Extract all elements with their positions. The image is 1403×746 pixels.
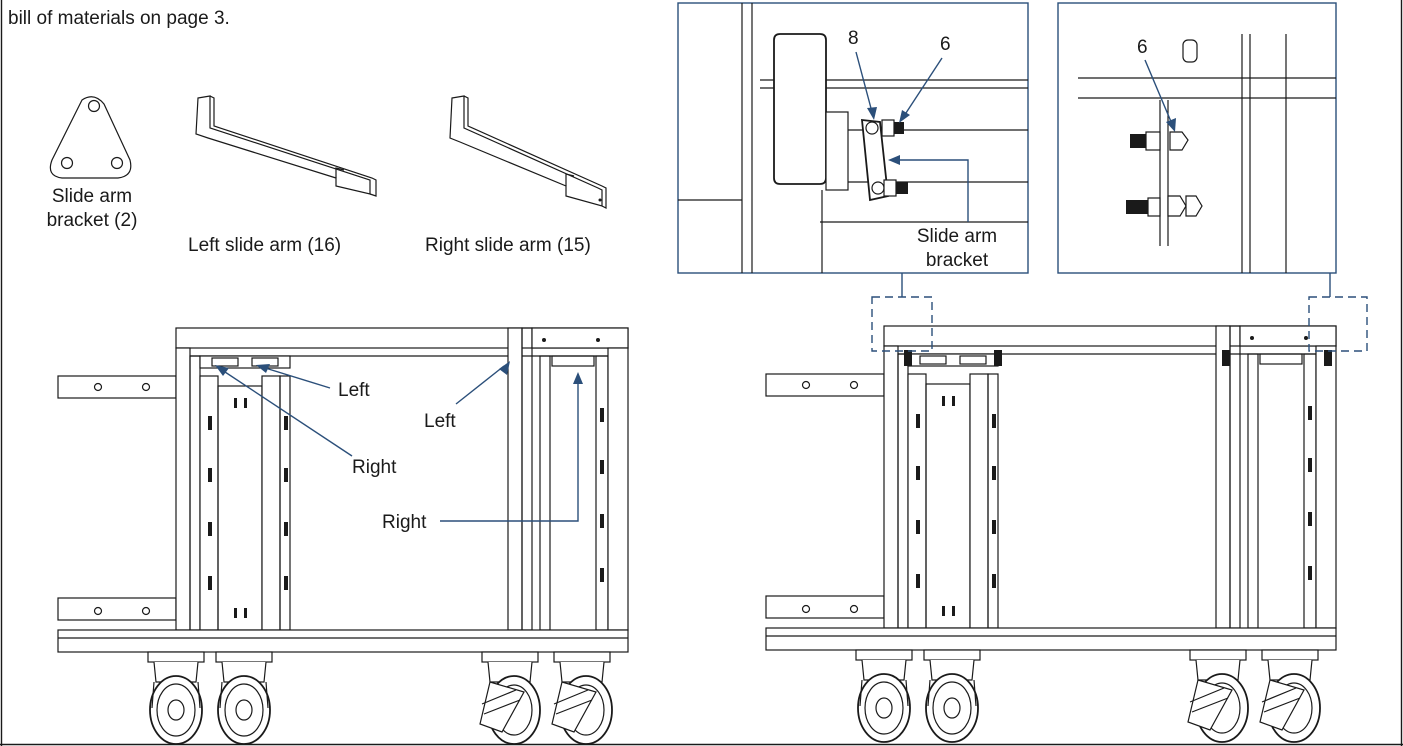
intro-text: bill of materials on page 3. bbox=[8, 8, 230, 29]
detail-box-left bbox=[677, 2, 1029, 274]
detail-marker-right bbox=[1308, 296, 1368, 352]
callout-right-b-leader bbox=[440, 372, 583, 522]
callout-left-a: Left bbox=[338, 380, 370, 401]
slide-arm-bracket-part bbox=[49, 96, 132, 179]
callout-right-a: Right bbox=[352, 457, 397, 478]
callout-left-a-leader bbox=[256, 364, 331, 389]
left-slide-arm-part bbox=[195, 95, 377, 197]
callout-right-b: Right bbox=[382, 512, 427, 533]
cart-right-view bbox=[766, 326, 1336, 742]
detail-right-leader bbox=[1144, 59, 1176, 132]
right-slide-arm-part bbox=[449, 95, 607, 209]
callout-left-b: Left bbox=[424, 411, 456, 432]
callout-left-b-leader bbox=[455, 361, 510, 405]
bracket-label-line1: Slide arm bbox=[52, 186, 132, 207]
bracket-label-line2: bracket (2) bbox=[47, 210, 138, 231]
detail-box-right bbox=[1057, 2, 1337, 274]
detail-left-bracket-label-2: bracket bbox=[926, 250, 989, 271]
left-slide-arm-label: Left slide arm (16) bbox=[188, 235, 341, 256]
detail-right-num-6: 6 bbox=[1137, 37, 1148, 58]
detail-left-num-8: 8 bbox=[848, 28, 859, 49]
right-slide-arm-label: Right slide arm (15) bbox=[425, 235, 591, 256]
callout-right-a-leader bbox=[215, 365, 353, 457]
detail-left-bracket-label-1: Slide arm bbox=[917, 226, 997, 247]
detail-left-num-6: 6 bbox=[940, 34, 951, 55]
detail-left-leaders bbox=[855, 51, 969, 222]
